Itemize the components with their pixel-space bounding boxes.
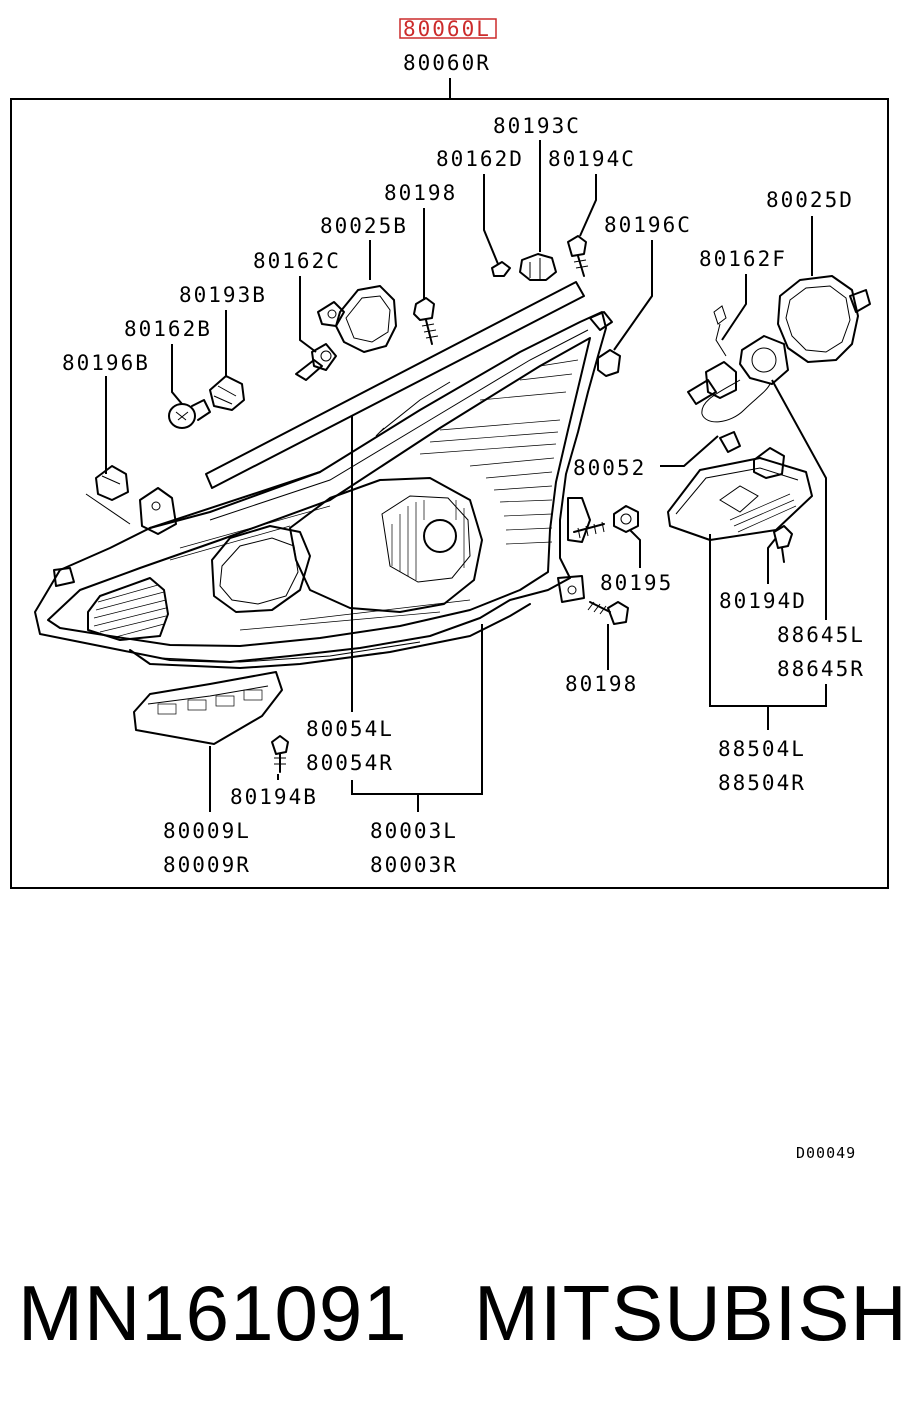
part-label-88504R[interactable]: 88504R [718,771,806,795]
part-number: MN161091 [18,1269,408,1357]
part-label-80193B[interactable]: 80193B [179,283,267,307]
part-label-80060R[interactable]: 80060R [403,51,491,75]
headlamp-assembly[interactable] [34,311,607,669]
seal-strip[interactable] [205,281,585,489]
socket-80193B[interactable] [209,375,245,411]
part-label-80162B[interactable]: 80162B [124,317,212,341]
diagram-code: D00049 [796,1144,856,1162]
part-label-80009R[interactable]: 80009R [163,853,251,877]
part-label-80198-top[interactable]: 80198 [384,181,457,205]
part-label-80060L[interactable]: 80060L [403,17,491,41]
part-label-80003R[interactable]: 80003R [370,853,458,877]
leader-lines [105,140,827,812]
part-label-88645L[interactable]: 88645L [777,623,865,647]
socket-80196B[interactable] [85,465,131,525]
part-label-80162D[interactable]: 80162D [436,147,524,171]
ballast-unit-88645[interactable] [667,447,813,541]
part-label-80003L[interactable]: 80003L [370,819,458,843]
bulb-80162B[interactable] [168,399,211,429]
part-label-80196B[interactable]: 80196B [62,351,150,375]
socket-80193C[interactable] [519,253,557,281]
part-label-80052[interactable]: 80052 [573,456,646,480]
diagram-frame [10,98,889,889]
part-label-88504L[interactable]: 88504L [718,737,806,761]
bracket-80009[interactable] [133,671,283,745]
part-label-80193C[interactable]: 80193C [493,114,581,138]
part-label-80054R[interactable]: 80054R [306,751,394,775]
part-label-80194D[interactable]: 80194D [719,589,807,613]
part-label-80195[interactable]: 80195 [600,571,673,595]
bulb-80162D[interactable] [491,261,511,277]
part-label-80009L[interactable]: 80009L [163,819,251,843]
nut-80195[interactable] [613,505,639,533]
screw-80194B[interactable] [271,735,289,773]
igniter-80052[interactable] [701,335,789,453]
part-label-80198-bottom[interactable]: 80198 [565,672,638,696]
cap-80025B[interactable] [317,285,397,353]
part-label-80194B[interactable]: 80194B [230,785,318,809]
screw-80198-bottom[interactable] [587,601,629,625]
part-label-80162C[interactable]: 80162C [253,249,341,273]
part-label-80162F[interactable]: 80162F [699,247,787,271]
cap-80025D[interactable] [777,275,871,363]
brand-name: MITSUBISHI [474,1269,909,1357]
part-label-80025B[interactable]: 80025B [320,214,408,238]
screw-80194D[interactable] [773,525,793,563]
part-label-80054L[interactable]: 80054L [306,717,394,741]
part-label-88645R[interactable]: 88645R [777,657,865,681]
highlight-box [399,18,497,39]
bulb-80162F[interactable] [687,305,737,405]
bulb-80162C[interactable] [295,343,337,381]
part-label-80025D[interactable]: 80025D [766,188,854,212]
footer-caption: MN161091 MITSUBISHI [18,1268,909,1378]
part-label-80196C[interactable]: 80196C [604,213,692,237]
clip-80196C[interactable] [589,311,621,377]
part-label-80194C[interactable]: 80194C [548,147,636,171]
screw-80194C[interactable] [567,235,589,277]
screw-80198-top[interactable] [413,297,439,345]
